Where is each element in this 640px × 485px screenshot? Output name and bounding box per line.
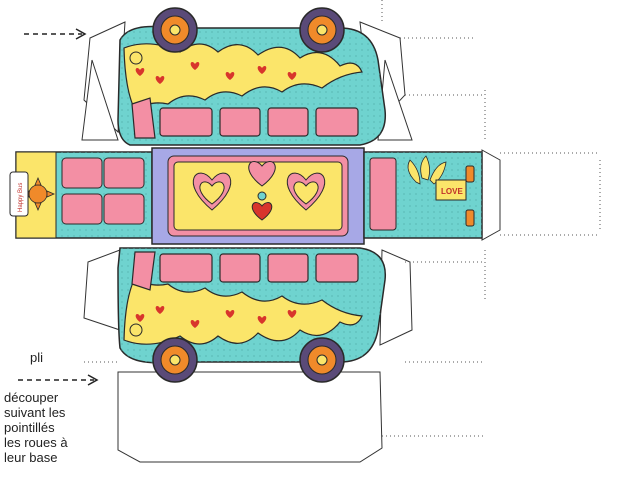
front-grill-right [103, 193, 145, 225]
heart-icon [257, 65, 267, 74]
cut-instructions-line: découper [4, 390, 59, 405]
rear-window [369, 157, 397, 231]
window-bottom-3 [267, 253, 309, 283]
window-bottom-1 [159, 253, 213, 283]
heart-icon [190, 319, 200, 328]
flame-decoration-top [123, 43, 363, 111]
bus-side-top [117, 7, 387, 146]
window-bottom-front [131, 251, 156, 291]
heart-icon [287, 71, 297, 80]
love-sign [435, 179, 467, 201]
happy-bus-text: Happy Bus [18, 183, 24, 212]
windshield-right [103, 157, 145, 189]
fold-dotted-lines [84, 0, 601, 437]
heart-icon [155, 75, 165, 84]
wheel-top-right [299, 7, 345, 53]
heart-icon [225, 309, 235, 318]
flap-bottom-left [83, 249, 121, 331]
flap-right-end [481, 149, 501, 241]
window-bottom-2 [219, 253, 261, 283]
fold-label: pli [30, 350, 44, 365]
cut-instructions-line: leur base [4, 450, 58, 465]
windshield-left [61, 157, 103, 189]
front-grill-left [61, 193, 103, 225]
heart-icon [135, 67, 145, 76]
heart-icon [287, 309, 297, 318]
flap-bottom-right [379, 249, 413, 346]
heart-icon [293, 181, 319, 205]
cut-instructions-line: les roues à [4, 435, 68, 450]
bus-side-bottom [117, 247, 387, 383]
heart-icon [199, 181, 225, 205]
heart-icon [248, 161, 276, 187]
flap-bottom-base [117, 371, 383, 463]
heart-icon [155, 305, 165, 314]
heart-icon [251, 202, 273, 221]
heart-icon [225, 71, 235, 80]
heart-icon [135, 313, 145, 322]
window-top-4 [159, 107, 213, 137]
window-top-1 [219, 107, 261, 137]
wheel-bottom-left [152, 337, 198, 383]
wheel-bottom-right [299, 337, 345, 383]
dashed-right-arrow-bottom [18, 374, 99, 386]
roof-heart-pattern [192, 161, 326, 221]
heart-icon [257, 315, 267, 324]
headlight-top [129, 51, 143, 65]
window-top-3 [315, 107, 359, 137]
bus-center-strip: Happy Bus LOVE [9, 147, 483, 245]
flame-decoration-bottom [123, 277, 363, 345]
headlight-bottom [129, 323, 143, 337]
window-top-2 [267, 107, 309, 137]
love-sign-text: LOVE [441, 187, 463, 196]
happy-bus-sign [9, 171, 29, 217]
tail-lights [465, 165, 475, 227]
flap-mid-left [81, 59, 119, 141]
lotus-flower-icon [407, 155, 447, 185]
cut-instructions: découper suivant les pointillés les roue… [4, 390, 124, 465]
window-bottom-4 [315, 253, 359, 283]
cut-instructions-line: suivant les [4, 405, 66, 420]
heart-icon [190, 61, 200, 70]
window-top-front [131, 97, 156, 139]
cut-instructions-line: pointillés [4, 420, 55, 435]
wheel-top-left [152, 7, 198, 53]
dashed-right-arrow-top [24, 28, 87, 40]
